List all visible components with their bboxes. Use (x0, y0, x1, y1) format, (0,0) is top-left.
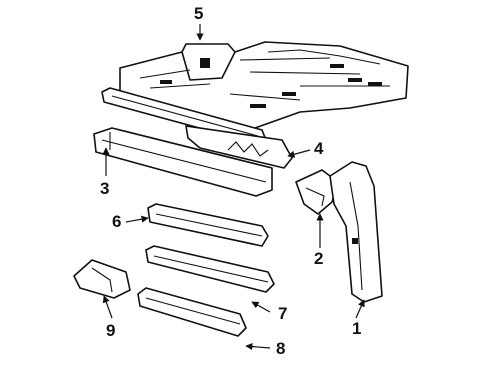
callout-3: 3 (100, 179, 110, 198)
callout-2: 2 (314, 249, 324, 268)
lower-sill-part (145, 245, 275, 293)
bracket-part (73, 259, 131, 299)
callout-4: 4 (314, 139, 324, 158)
support-part (295, 169, 339, 215)
rocker-panel-part (93, 127, 273, 197)
callout-9: 9 (106, 321, 116, 340)
bottom-rail-part (137, 287, 247, 337)
callout-5: 5 (194, 4, 204, 23)
callout-8: 8 (276, 339, 286, 358)
floor-pan-part (119, 41, 409, 129)
leader-lines (102, 24, 365, 351)
callout-1: 1 (352, 319, 362, 338)
side-reinforcement-part (185, 125, 293, 169)
crossmember-part (147, 203, 269, 247)
callout-7: 7 (278, 304, 288, 323)
pillar-part (329, 161, 383, 303)
callout-6: 6 (112, 212, 122, 231)
